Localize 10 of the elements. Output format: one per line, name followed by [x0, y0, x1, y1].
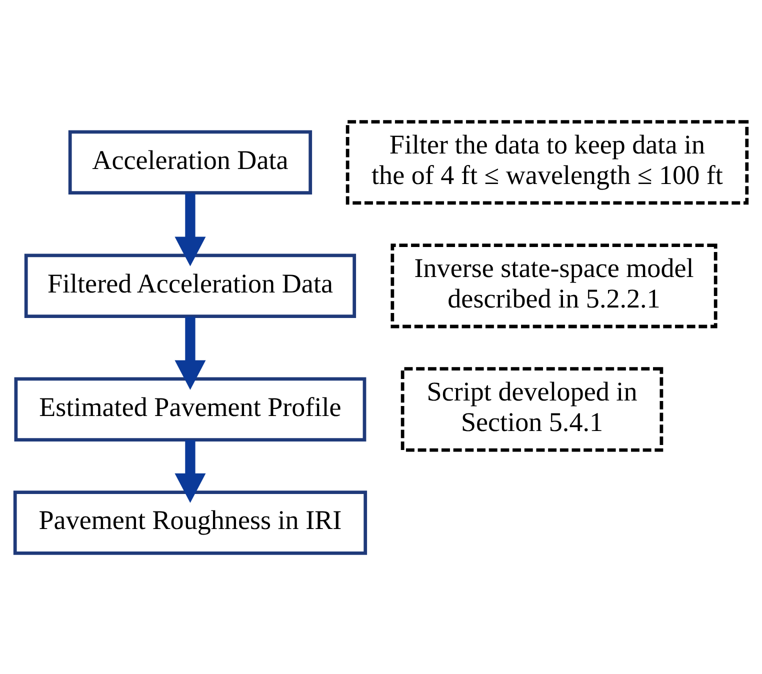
node-box: Filter the data to keep data in the of 4 ft ≤ wavelength ≤ 100 ft	[346, 120, 749, 204]
node-box: Script developed in Section 5.4.1	[400, 366, 664, 452]
node-box: Acceleration Data	[68, 130, 312, 194]
node-box: Pavement Roughness in IRI	[13, 490, 368, 554]
node-box: Estimated Pavement Profile	[14, 376, 366, 442]
arrow	[174, 192, 206, 266]
arrow	[174, 440, 206, 502]
arrow	[174, 316, 206, 390]
node-box: Filtered Acceleration Data	[24, 253, 356, 318]
node-box: Inverse state-space model described in 5.2.2.1	[390, 243, 718, 328]
